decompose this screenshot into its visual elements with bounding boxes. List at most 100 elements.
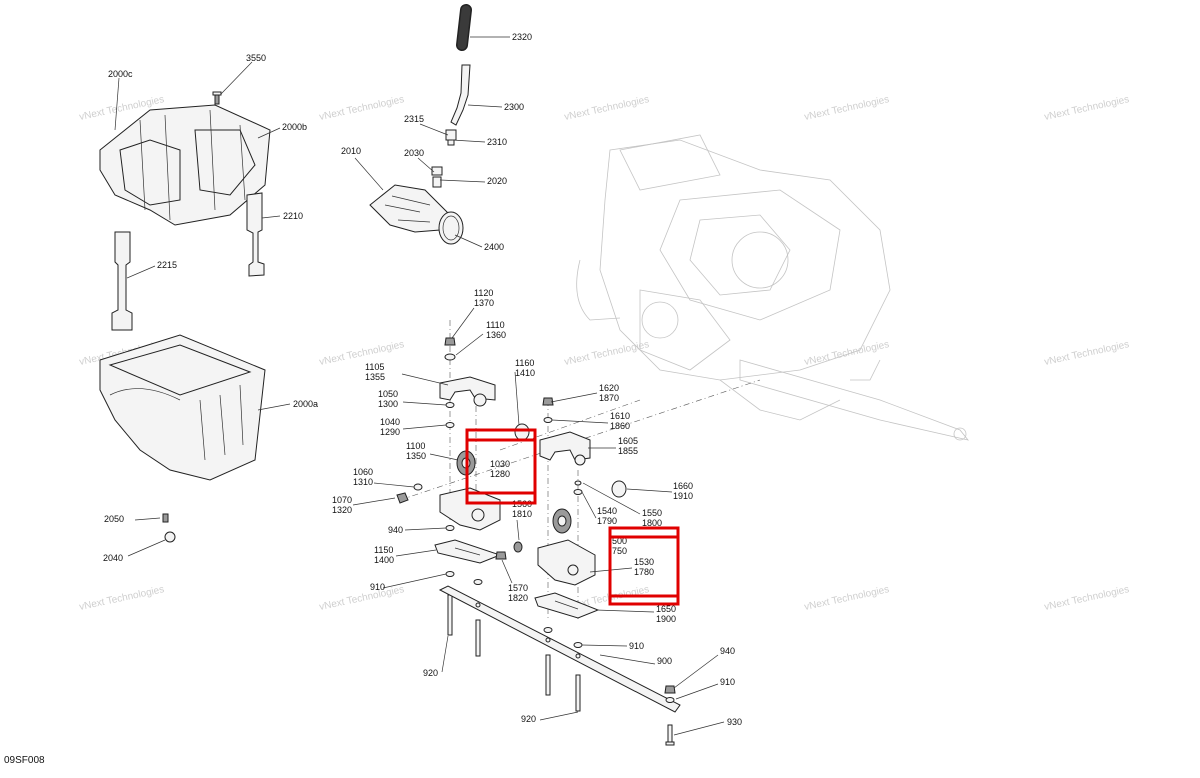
label-3550: 3550 bbox=[246, 53, 266, 63]
label-1570: 1570 bbox=[508, 583, 528, 593]
label-2210: 2210 bbox=[283, 211, 303, 221]
label-1030: 1030 bbox=[490, 459, 510, 469]
label-1290: 1290 bbox=[380, 427, 400, 437]
mount-bracket-1105 bbox=[439, 376, 496, 407]
label-1105: 1105 bbox=[365, 362, 384, 372]
washers-1540-1550 bbox=[573, 480, 583, 495]
highlight-boxes bbox=[465, 428, 680, 606]
mount-bracket-1605 bbox=[539, 431, 591, 466]
label-2315: 2315 bbox=[404, 114, 424, 124]
label-1870: 1870 bbox=[599, 393, 619, 403]
label-1050: 1050 bbox=[378, 389, 398, 399]
washer-1040 bbox=[445, 422, 455, 428]
label-940-left: 940 bbox=[388, 525, 403, 535]
washer-1060 bbox=[413, 483, 423, 491]
tube-2300 bbox=[450, 64, 471, 126]
label-2020: 2020 bbox=[487, 176, 507, 186]
drain-plug-2050 bbox=[162, 513, 169, 523]
label-1355: 1355 bbox=[365, 372, 385, 382]
label-940-right: 940 bbox=[720, 646, 735, 656]
label-1780: 1780 bbox=[634, 567, 654, 577]
label-1900: 1900 bbox=[656, 614, 676, 624]
label-2215: 2215 bbox=[157, 260, 177, 270]
watermark: vNext Technologies bbox=[1043, 584, 1130, 613]
highlight-box-1530 bbox=[608, 526, 680, 606]
clamp-2400 bbox=[438, 211, 464, 245]
label-2050: 2050 bbox=[104, 514, 124, 524]
washers-910-left bbox=[445, 571, 483, 585]
bolt-930 bbox=[665, 724, 675, 746]
label-1620: 1620 bbox=[599, 383, 619, 393]
label-1550: 1550 bbox=[642, 508, 662, 518]
label-2030: 2030 bbox=[404, 148, 424, 158]
label-1820: 1820 bbox=[508, 593, 528, 603]
label-1500: 500 bbox=[612, 536, 627, 546]
watermark: vNext Technologies bbox=[563, 339, 650, 368]
plate-1150 bbox=[434, 539, 502, 564]
watermark: vNext Technologies bbox=[803, 584, 890, 613]
watermark: vNext Technologies bbox=[1043, 94, 1130, 123]
label-1040: 1040 bbox=[380, 417, 400, 427]
label-1660: 1660 bbox=[673, 481, 693, 491]
label-930: 930 bbox=[727, 717, 742, 727]
diagram-code: 09SF008 bbox=[4, 755, 45, 766]
label-1410: 1410 bbox=[515, 368, 535, 378]
sleeve-1160 bbox=[514, 423, 530, 441]
fitting-2315-2310 bbox=[445, 129, 457, 146]
label-1350: 1350 bbox=[406, 451, 426, 461]
screw-3550 bbox=[212, 91, 222, 105]
label-1530: 1530 bbox=[634, 557, 654, 567]
washer-910-right bbox=[665, 697, 675, 703]
washer-1110 bbox=[444, 353, 456, 361]
fitting-2030-2020 bbox=[431, 166, 443, 188]
watermark: vNext Technologies bbox=[1043, 339, 1130, 368]
nut-1120 bbox=[444, 337, 456, 346]
watermark: vNext Technologies bbox=[318, 339, 405, 368]
strap-2215 bbox=[111, 231, 133, 331]
label-920-right: 920 bbox=[521, 714, 536, 724]
washer-1610 bbox=[543, 417, 553, 423]
label-1150: 1150 bbox=[374, 545, 393, 555]
highlight-box-1030 bbox=[465, 428, 537, 505]
watermark: vNext Technologies bbox=[563, 94, 650, 123]
watermark: vNext Technologies bbox=[803, 339, 890, 368]
label-910-left: 910 bbox=[370, 582, 385, 592]
label-900: 900 bbox=[657, 656, 672, 666]
leader-lines bbox=[114, 36, 725, 736]
airbox-base-2000a bbox=[99, 334, 266, 481]
label-1110: 1110 bbox=[486, 320, 505, 330]
label-1810: 1810 bbox=[512, 509, 532, 519]
label-1360: 1360 bbox=[486, 330, 506, 340]
rail-900 bbox=[438, 585, 681, 713]
label-1370: 1370 bbox=[474, 298, 494, 308]
label-2320: 2320 bbox=[512, 32, 532, 42]
label-1400: 1400 bbox=[374, 555, 394, 565]
label-1540: 1540 bbox=[597, 506, 617, 516]
nut-940-right bbox=[664, 685, 676, 694]
label-2040: 2040 bbox=[103, 553, 123, 563]
label-1860: 1860 bbox=[610, 421, 630, 431]
label-910-right: 910 bbox=[720, 677, 735, 687]
label-1280: 1280 bbox=[490, 469, 510, 479]
hose-2320 bbox=[456, 4, 472, 51]
lower-bracket-1030 bbox=[439, 487, 501, 531]
label-1160: 1160 bbox=[515, 358, 534, 368]
label-1320: 1320 bbox=[332, 505, 352, 515]
intake-boot-2010 bbox=[369, 184, 451, 233]
nut-1070 bbox=[396, 492, 409, 504]
engine-ghost-illustration bbox=[576, 134, 970, 441]
label-1310: 1310 bbox=[353, 477, 373, 487]
bolts-920-right bbox=[545, 654, 581, 712]
bushing-1500 bbox=[552, 508, 572, 534]
label-2000c: 2000c bbox=[108, 69, 133, 79]
label-2310: 2310 bbox=[487, 137, 507, 147]
watermark: vNext Technologies bbox=[803, 94, 890, 123]
label-1750: 750 bbox=[612, 546, 627, 556]
label-1650: 1650 bbox=[656, 604, 676, 614]
lower-bracket-1530 bbox=[537, 539, 596, 586]
label-1070: 1070 bbox=[332, 495, 352, 505]
washer-1050 bbox=[445, 402, 455, 408]
label-1120: 1120 bbox=[474, 288, 493, 298]
washer-1560 bbox=[513, 541, 523, 553]
